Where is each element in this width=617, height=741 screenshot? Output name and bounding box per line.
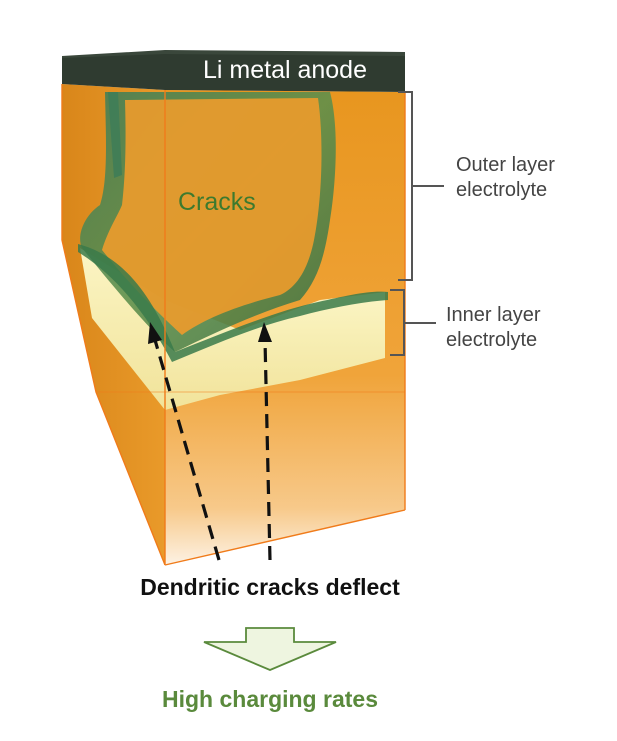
inner-layer-line1: Inner layer xyxy=(446,304,541,326)
anode-label: Li metal anode xyxy=(202,56,367,84)
result-label: High charging rates xyxy=(162,686,378,712)
inner-layer-band-front xyxy=(165,292,385,410)
outer-layer-label: Outer layer electrolyte xyxy=(456,153,555,203)
outer-layer-line1: Outer layer xyxy=(456,154,555,176)
anode-bar xyxy=(62,54,405,92)
crack-interior xyxy=(102,98,322,335)
inner-layer-label: Inner layer electrolyte xyxy=(446,303,541,353)
deflect-caption: Dendritic cracks deflect xyxy=(140,574,400,600)
down-arrow-icon xyxy=(203,627,337,671)
cracks-label: Cracks xyxy=(178,188,256,216)
outer-layer-bracket xyxy=(398,91,444,281)
dashed-arrow-left xyxy=(148,322,221,561)
inner-layer-line2: electrolyte xyxy=(446,329,538,351)
crack-strand xyxy=(108,92,122,178)
inner-layer-bracket xyxy=(390,289,436,356)
dashed-arrow-right xyxy=(258,322,272,561)
outer-layer-line2: electrolyte xyxy=(456,179,548,201)
